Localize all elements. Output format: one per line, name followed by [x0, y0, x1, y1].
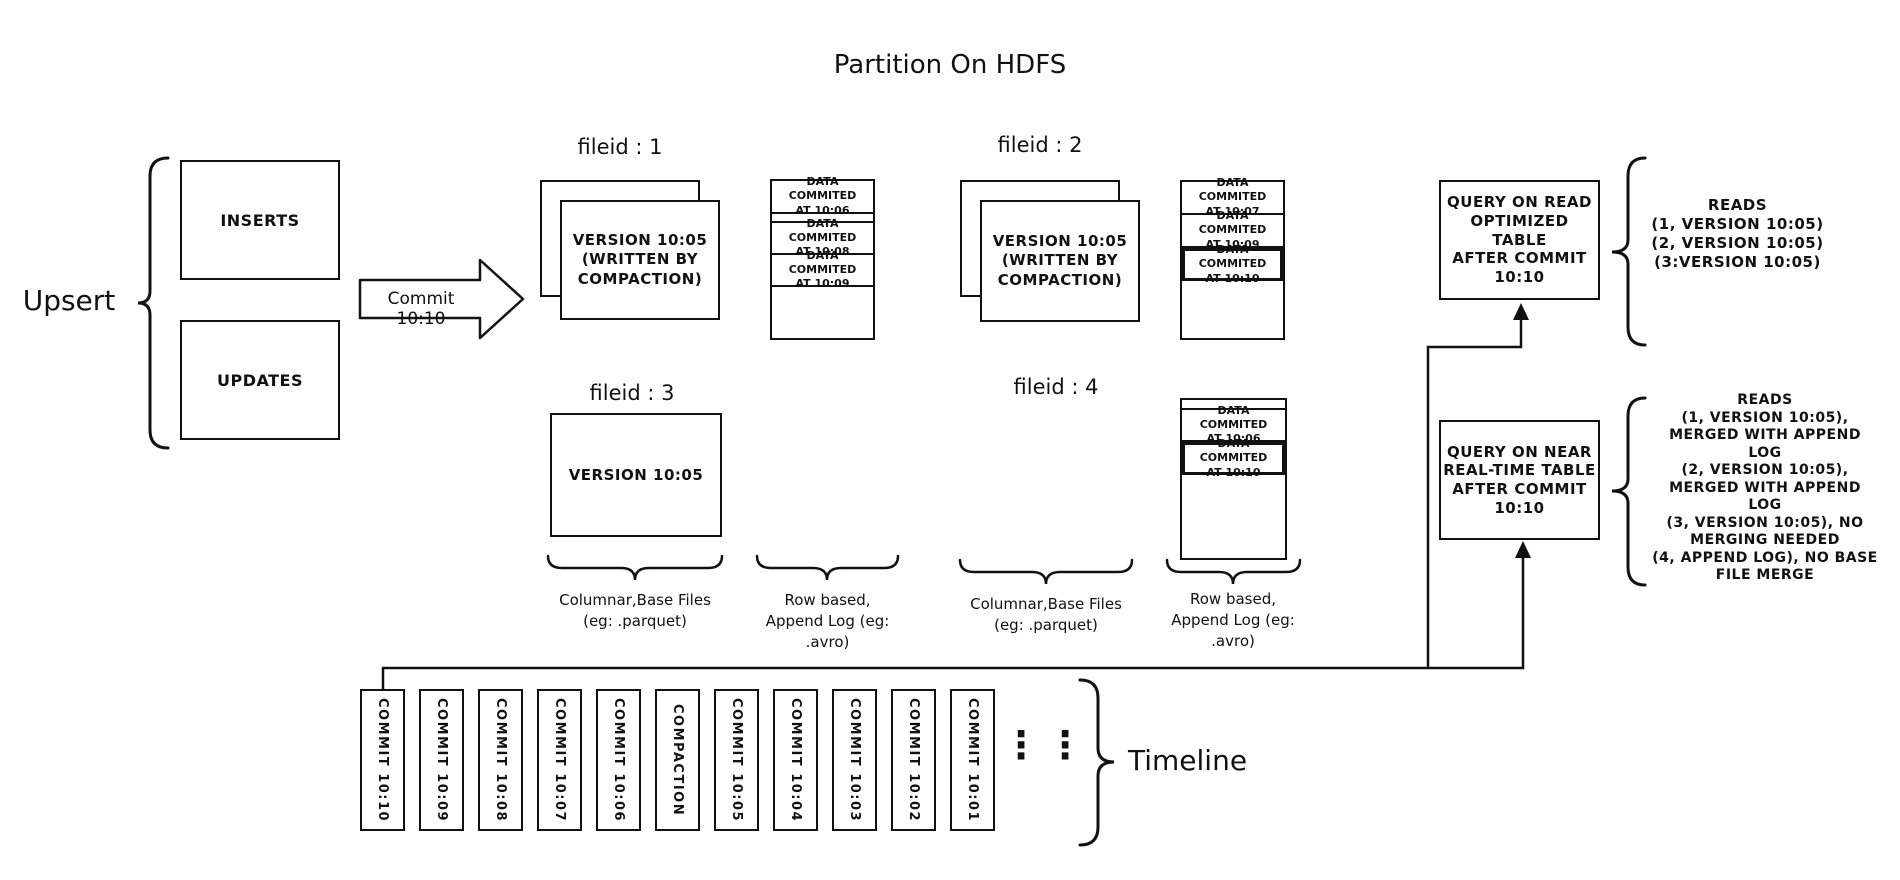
log-entry: DATA COMMITED AT 10:09	[772, 249, 873, 290]
caption-columnar-2: Columnar,Base Files (eg: .parquet)	[970, 595, 1122, 634]
arrowhead-read-optimized	[1513, 303, 1529, 320]
underbrace-columnar-1	[546, 554, 724, 581]
log-entry-latest: DATA COMMITED AT 10:10	[1182, 437, 1285, 479]
underbrace-rowbased-1	[755, 554, 900, 581]
fileid-1-append-log: DATA COMMITED AT 10:06 DATA COMMITED AT …	[770, 175, 875, 340]
fileid-3-label: fileid : 3	[589, 381, 675, 405]
timeline-commit-label: COMMIT 10:07	[552, 697, 567, 823]
timeline-compaction-label: COMPACTION	[670, 703, 685, 817]
read-optimized-connector	[1426, 318, 1523, 668]
timeline-commit-label: COMMIT 10:09	[434, 697, 449, 823]
log-entry-latest: DATA COMMITED AT 10:10	[1182, 243, 1283, 285]
upsert-label: Upsert	[22, 284, 116, 317]
reads-near-real-time: READS (1, VERSION 10:05), MERGED WITH AP…	[1652, 392, 1878, 583]
timeline-commit-box: COMMIT 10:04	[773, 689, 818, 831]
page-title: Partition On HDFS	[833, 50, 1067, 80]
log-entry: DATA COMMITED AT 10:08	[772, 217, 873, 258]
reads-brace-2	[1611, 396, 1647, 587]
log-spacer	[772, 214, 873, 223]
fileid-1-base-file: VERSION 10:05 (WRITTEN BY COMPACTION)	[560, 200, 720, 320]
fileid-3-base-file: VERSION 10:05	[550, 413, 722, 537]
fileid-4-label: fileid : 4	[1013, 375, 1099, 399]
timeline-commit-label: COMMIT 10:01	[965, 697, 980, 823]
timeline-commit-label: COMMIT 10:02	[906, 697, 921, 823]
reads-brace-1	[1611, 156, 1647, 347]
fileid-2-label: fileid : 2	[997, 133, 1083, 157]
timeline-commit-box: COMMIT 10:10	[360, 689, 405, 831]
commit-arrow-label: Commit 10:10	[387, 289, 455, 329]
timeline-commit-label: COMMIT 10:06	[611, 697, 626, 823]
timeline-label: Timeline	[1128, 744, 1248, 777]
caption-rowbased-1: Row based, Append Log (eg: .avro)	[765, 591, 890, 651]
caption-columnar-1: Columnar,Base Files (eg: .parquet)	[559, 591, 711, 630]
fileid-2-base-file: VERSION 10:05 (WRITTEN BY COMPACTION)	[980, 200, 1140, 322]
timeline-commit-label: COMMIT 10:10	[375, 697, 390, 823]
underbrace-rowbased-2	[1165, 558, 1302, 585]
timeline-commit-box: COMMIT 10:09	[419, 689, 464, 831]
timeline-commit-box: COMMIT 10:07	[537, 689, 582, 831]
fileid-1-label: fileid : 1	[577, 135, 663, 159]
log-entry: DATA COMMITED AT 10:07	[1182, 176, 1283, 218]
timeline-commit-label: COMMIT 10:08	[493, 697, 508, 823]
upsert-brace	[137, 156, 170, 450]
timeline-commit-label: COMMIT 10:05	[729, 697, 744, 823]
query-read-optimized-box: QUERY ON READ OPTIMIZED TABLE AFTER COMM…	[1439, 180, 1600, 300]
reads-read-optimized: READS (1, VERSION 10:05) (2, VERSION 10:…	[1651, 196, 1824, 271]
timeline-compaction-box: COMPACTION	[655, 689, 700, 831]
query-near-real-time-box: QUERY ON NEAR REAL-TIME TABLE AFTER COMM…	[1439, 420, 1600, 540]
timeline-ellipsis: ⋮	[1002, 723, 1040, 767]
log-entry: DATA COMMITED AT 10:06	[772, 175, 873, 217]
timeline-brace	[1078, 678, 1115, 847]
fileid-4-append-log: DATA COMMITED AT 10:06 DATA COMMITED AT …	[1180, 398, 1287, 560]
updates-box: UPDATES	[180, 320, 340, 440]
fileid-2-append-log: DATA COMMITED AT 10:07 DATA COMMITED AT …	[1180, 176, 1285, 340]
timeline-commit-label: COMMIT 10:04	[788, 697, 803, 823]
inserts-box: INSERTS	[180, 160, 340, 280]
timeline-commit-box: COMMIT 10:06	[596, 689, 641, 831]
underbrace-columnar-2	[958, 558, 1134, 585]
timeline-commit-box: COMMIT 10:08	[478, 689, 523, 831]
arrowhead-near-real-time	[1515, 541, 1531, 558]
timeline-commit-box: COMMIT 10:02	[891, 689, 936, 831]
timeline-commit-box: COMMIT 10:03	[832, 689, 877, 831]
caption-rowbased-2: Row based, Append Log (eg: .avro)	[1171, 590, 1295, 650]
timeline-commit-label: COMMIT 10:03	[847, 697, 862, 823]
timeline-commit-box: COMMIT 10:05	[714, 689, 759, 831]
timeline-ellipsis: ⋮	[1046, 723, 1084, 767]
timeline-commit-box: COMMIT 10:01	[950, 689, 995, 831]
timeline-to-queries-connector	[381, 556, 1525, 689]
log-entry: DATA COMMITED AT 10:09	[1182, 209, 1283, 251]
log-entry: DATA COMMITED AT 10:06	[1182, 404, 1285, 445]
commit-arrow	[358, 258, 525, 340]
log-spacer	[1182, 400, 1285, 410]
